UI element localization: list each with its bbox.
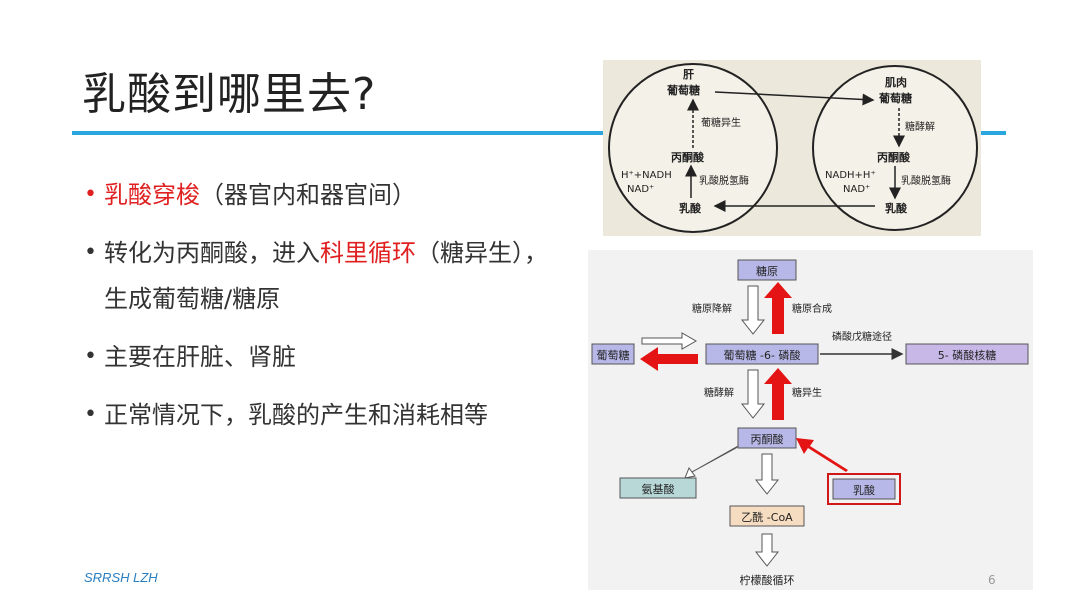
muscle-pyruvate: 丙酮酸 (877, 150, 911, 164)
glycolysis-arrow (740, 369, 766, 419)
glucose-release-red-arrow (640, 347, 698, 371)
bullet-highlight: 科里循环 (320, 239, 416, 267)
acetyl-coa-label: 乙酰 -CoA (741, 510, 793, 524)
lactate-box (832, 478, 896, 500)
lactate-label: 乳酸 (853, 483, 875, 497)
liver-ldh: 乳酸脱氢酶 (699, 174, 749, 187)
liver-pyruvate: 丙酮酸 (671, 150, 705, 164)
gluconeogenesis-red-arrow (764, 368, 792, 420)
liver-label: 肝 (683, 68, 694, 81)
cori-cycle-figure: 肝 葡萄糖 葡糖异生 丙酮酸 H⁺+NADH NAD⁺ 乳酸脱氢酶 乳酸 肌肉 … (603, 60, 981, 236)
page-number: 6 (988, 573, 996, 587)
glycolysis-label: 糖酵解 (704, 386, 734, 399)
gluconeogenesis-label: 糖异生 (792, 386, 822, 399)
title-divider (72, 131, 1006, 135)
muscle-lactate: 乳酸 (885, 201, 908, 215)
glucose-label: 葡萄糖 (597, 348, 630, 362)
glycogenolysis-label: 糖原降解 (692, 302, 732, 315)
bullet-text: （器官内和器官间） (200, 181, 416, 209)
glycogen-box (737, 259, 797, 281)
bullet-highlight: 乳酸穿梭 (104, 181, 200, 209)
ppp-label: 磷酸戊糖途径 (832, 330, 892, 343)
gluconeogenesis-label: 葡糖异生 (701, 116, 741, 129)
bullet-text: 转化为丙酮酸，进入 (104, 239, 320, 267)
muscle-nad: NAD⁺ (843, 184, 870, 195)
pyruvate-to-amino-arrow (684, 445, 739, 479)
bullet-liver-kidney: 主要在肝脏、肾脏 (84, 334, 554, 380)
pyruvate-to-acetyl-arrow (754, 453, 780, 495)
glucose-box (591, 343, 635, 365)
liver-lactate: 乳酸 (679, 201, 702, 215)
bullet-text: （糖异生），生成葡萄糖/糖原 (104, 239, 548, 313)
glucose-phosphorylation-arrow (641, 332, 698, 350)
glycolysis-label: 糖酵解 (905, 120, 935, 133)
liver-nadh: H⁺+NADH (621, 170, 672, 181)
r5p-box (905, 343, 1029, 365)
figure-background (588, 250, 1033, 590)
amino-acid-box (619, 477, 697, 499)
bullet-cori-cycle: 转化为丙酮酸，进入科里循环（糖异生），生成葡萄糖/糖原 (84, 230, 554, 322)
amino-acid-label: 氨基酸 (642, 482, 675, 496)
g6p-label: 葡萄糖 -6- 磷酸 (724, 348, 801, 362)
r5p-label: 5- 磷酸核糖 (938, 348, 996, 362)
pyruvate-label: 丙酮酸 (751, 432, 784, 446)
muscle-nadh: NADH+H⁺ (825, 170, 876, 181)
footer-credit: SRRSH LZH (84, 570, 158, 585)
lactate-highlight-frame (827, 473, 901, 505)
lactate-to-pyruvate-red-arrow (796, 438, 848, 472)
muscle-glucose: 葡萄糖 (878, 91, 912, 105)
page-title: 乳酸到哪里去? (82, 69, 377, 120)
bullet-list: 乳酸穿梭（器官内和器官间） 转化为丙酮酸，进入科里循环（糖异生），生成葡萄糖/糖… (84, 172, 554, 450)
muscle-circle (812, 65, 978, 231)
bullet-lactate-shuttle: 乳酸穿梭（器官内和器官间） (84, 172, 554, 218)
glycogenesis-label: 糖原合成 (792, 302, 832, 315)
acetyl-coa-box (729, 505, 805, 527)
g6p-box (705, 343, 819, 365)
bullet-text: 正常情况下，乳酸的产生和消耗相等 (104, 401, 488, 429)
glycogenesis-red-arrow (764, 282, 792, 334)
liver-nad: NAD⁺ (627, 184, 654, 195)
glycogen-label: 糖原 (756, 264, 778, 278)
bullet-text: 主要在肝脏、肾脏 (104, 343, 296, 371)
acetyl-to-tca-arrow (754, 533, 780, 567)
muscle-ldh: 乳酸脱氢酶 (901, 174, 951, 187)
glycogenolysis-arrow (740, 285, 766, 335)
tca-label: 柠檬酸循环 (740, 573, 795, 587)
glucose-transport-arrow (714, 91, 875, 106)
bullet-balance: 正常情况下，乳酸的产生和消耗相等 (84, 392, 554, 438)
liver-glucose: 葡萄糖 (666, 83, 700, 97)
muscle-label: 肌肉 (884, 75, 907, 89)
pathway-figure: 糖原 葡萄糖 -6- 磷酸 葡萄糖 5- 磷酸核糖 丙酮酸 氨基酸 乳酸 乙酰 … (588, 250, 1033, 590)
